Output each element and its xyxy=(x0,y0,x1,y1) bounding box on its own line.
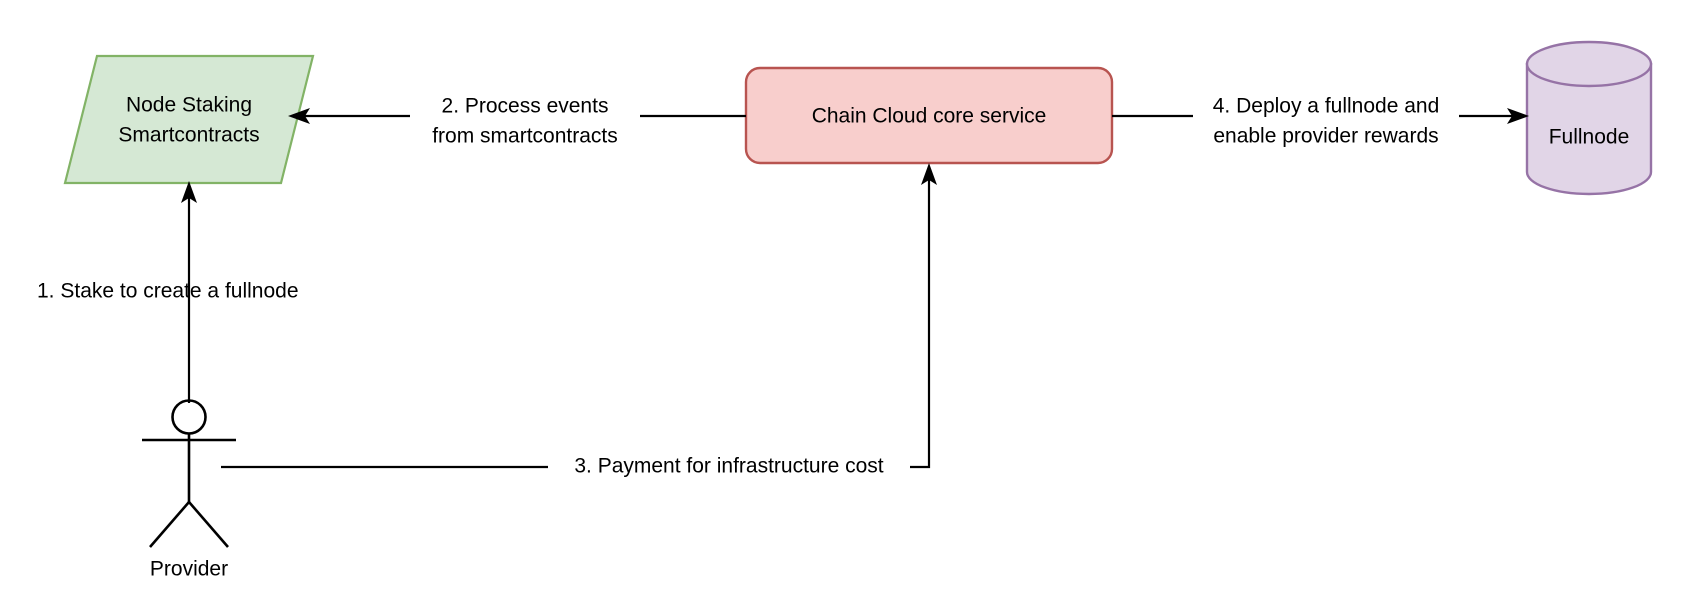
edge-3-arrowhead xyxy=(921,163,937,185)
edge-2-label-line2: from smartcontracts xyxy=(432,125,618,148)
edge-3-label-backdrop xyxy=(548,452,910,482)
edge-4-label-line1: 4. Deploy a fullnode and xyxy=(1213,95,1440,118)
edge-4-deploy-fullnode[interactable]: 4. Deploy a fullnode and enable provider… xyxy=(1112,95,1529,148)
provider-actor-label: Provider xyxy=(150,558,228,581)
provider-actor[interactable]: Provider xyxy=(142,399,236,581)
edge-2-process-events[interactable]: 2. Process events from smartcontracts xyxy=(288,95,746,148)
fullnode-node[interactable]: Fullnode xyxy=(1525,40,1653,196)
node-staking-smartcontracts[interactable]: Node Staking Smartcontracts xyxy=(63,54,315,185)
cylinder-body xyxy=(1525,62,1653,196)
edge-3-payment-for-infrastructure-cost[interactable]: 3. Payment for infrastructure cost xyxy=(221,163,937,482)
actor-leg-right xyxy=(188,501,229,548)
edge-3-label: 3. Payment for infrastructure cost xyxy=(574,455,883,478)
fullnode-label: Fullnode xyxy=(1549,126,1630,149)
edge-2-label-line1: 2. Process events xyxy=(442,95,609,118)
edge-3-line xyxy=(221,180,931,469)
node-staking-label-line1: Node Staking xyxy=(126,94,252,117)
cylinder-top-ellipse xyxy=(1525,40,1653,88)
edge-1-label: 1. Stake to create a fullnode xyxy=(37,280,299,303)
edge-4-label-line2: enable provider rewards xyxy=(1213,125,1438,148)
node-staking-label-line2: Smartcontracts xyxy=(118,124,259,147)
edge-1-stake-to-create-fullnode[interactable]: 1. Stake to create a fullnode xyxy=(37,181,299,403)
edge-4-arrowhead xyxy=(1507,108,1529,124)
actor-leg-left xyxy=(149,501,190,548)
chain-cloud-core-service-node[interactable]: Chain Cloud core service xyxy=(744,66,1114,165)
edge-1-arrowhead xyxy=(181,181,197,203)
parallelogram-shape xyxy=(63,54,315,185)
actor-head xyxy=(171,399,207,435)
chain-cloud-core-service-label: Chain Cloud core service xyxy=(812,105,1047,128)
edge-2-arrowhead xyxy=(288,108,310,124)
